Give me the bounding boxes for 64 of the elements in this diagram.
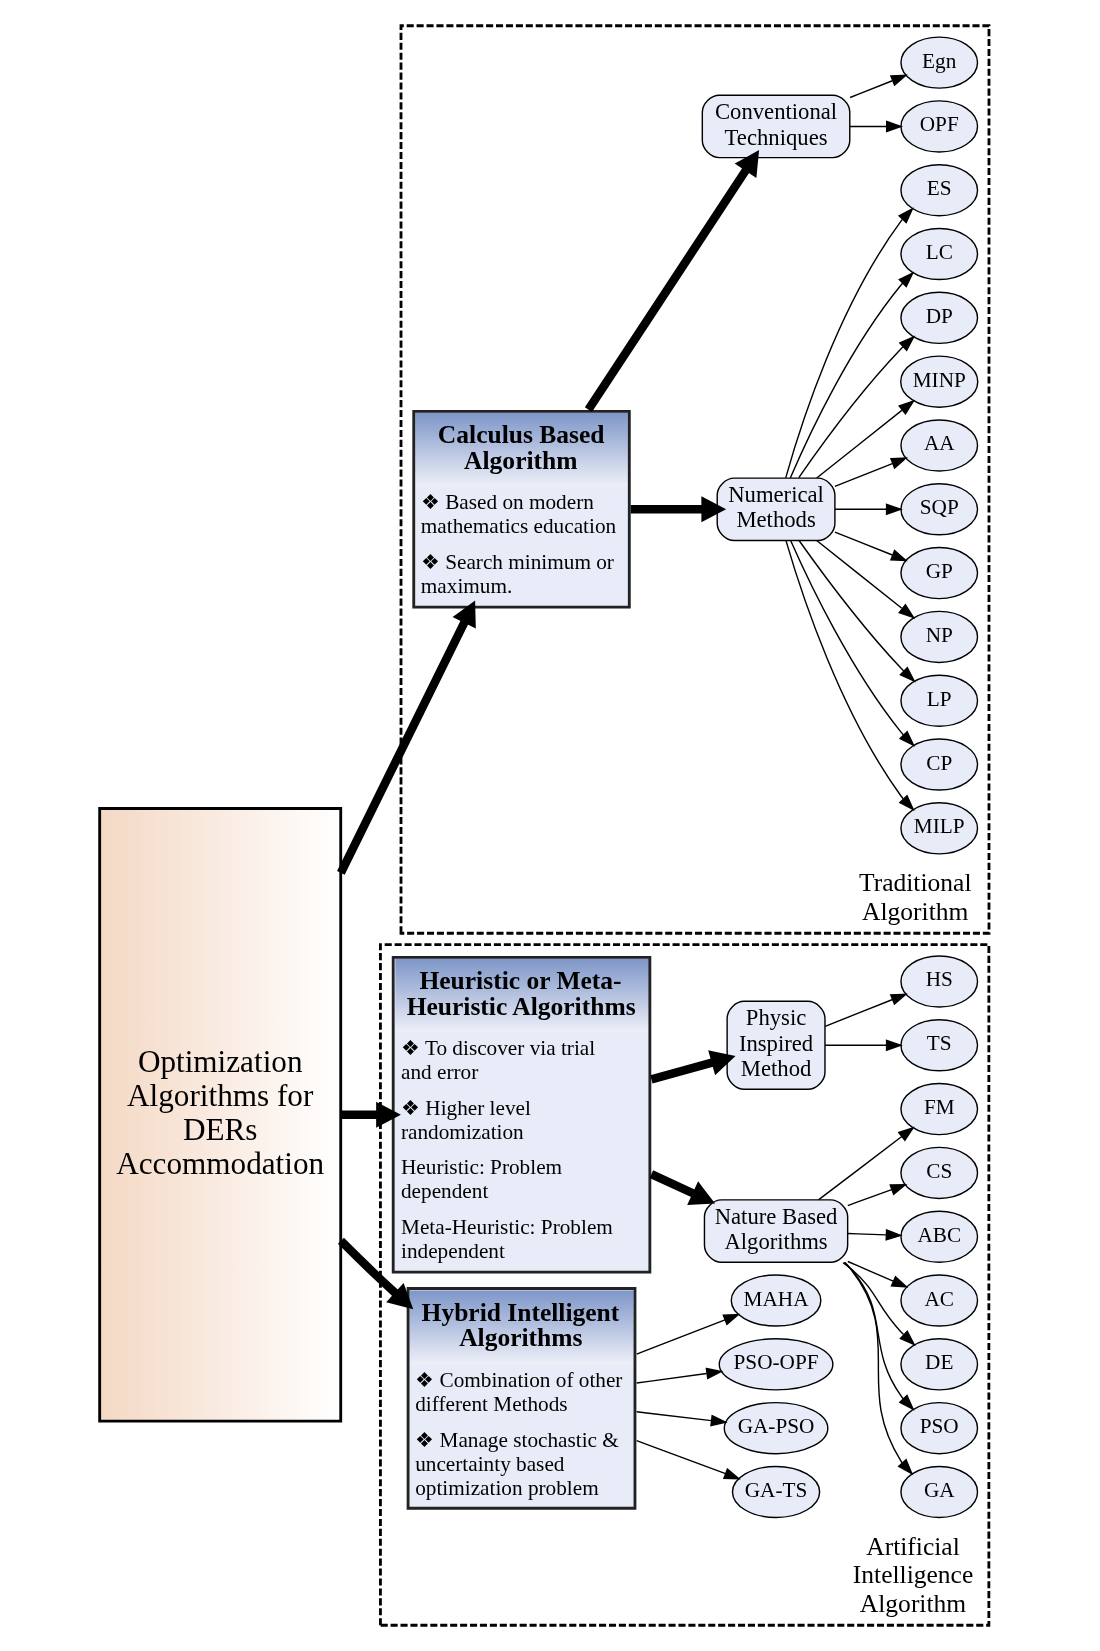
node-ellipse: AA: [900, 419, 979, 472]
node-ellipse: FM: [900, 1082, 979, 1136]
arrow: [340, 1101, 401, 1128]
node-ellipse: LC: [900, 227, 979, 281]
node-box: Conventional Techniques: [701, 94, 851, 159]
arrow: [824, 1039, 903, 1052]
node-ellipse: MAHA: [730, 1274, 822, 1327]
arrow: [635, 1313, 741, 1355]
arrow: [843, 1261, 914, 1476]
arrow: [785, 207, 914, 479]
node-ellipse: LP: [900, 674, 979, 727]
arrow: [834, 503, 903, 516]
arrow: [649, 1170, 716, 1205]
arrow: [842, 1262, 916, 1347]
arrow: [834, 531, 908, 562]
arrow: [584, 150, 760, 413]
arrow: [789, 271, 915, 479]
arrow: [843, 1261, 915, 1411]
arrow: [816, 539, 916, 619]
node-ellipse: PSO: [900, 1401, 979, 1455]
arrow: [798, 539, 916, 683]
arrow: [789, 539, 916, 747]
node-ellipse: Egn: [900, 36, 979, 89]
node-ellipse: ABC: [900, 1210, 979, 1263]
node-ellipse: GP: [900, 546, 979, 600]
arrow: [650, 1050, 736, 1084]
node-ellipse: GA-TS: [731, 1465, 821, 1519]
arrow: [824, 993, 908, 1028]
node-ellipse: ES: [900, 164, 979, 217]
node-ellipse: NP: [900, 610, 979, 664]
node-ellipse: DE: [900, 1338, 979, 1391]
arrow: [635, 1439, 741, 1480]
node-box: Optimization Algorithms for DERs Accommodation: [98, 807, 343, 1423]
node-ellipse: SQP: [900, 483, 979, 536]
node-ellipse: OPF: [900, 100, 979, 153]
arrow: [816, 399, 916, 479]
arrow: [337, 600, 476, 875]
arrow: [635, 1411, 728, 1427]
node-ellipse: MINP: [900, 355, 979, 408]
arrow: [337, 1237, 414, 1310]
arrow: [818, 1126, 915, 1201]
node-ellipse: PSO-OPF: [718, 1338, 834, 1391]
arrow: [849, 74, 908, 99]
arrow: [785, 540, 915, 811]
node-ellipse: HS: [900, 955, 979, 1008]
node-ellipse: MILP: [900, 802, 979, 855]
node-ellipse: TS: [900, 1019, 979, 1072]
arrow: [847, 1260, 909, 1288]
node-ellipse: GA-PSO: [723, 1401, 829, 1455]
arrow: [849, 120, 904, 133]
arrow: [635, 1367, 724, 1384]
node-ellipse: DP: [900, 291, 979, 345]
node-box: Numerical Methods: [716, 477, 836, 542]
node-box: Physic Inspired Method: [726, 1000, 826, 1090]
arrow: [630, 496, 727, 523]
arrow: [798, 335, 916, 479]
node-ellipse: CS: [900, 1146, 979, 1200]
arrow: [834, 457, 908, 488]
arrow: [847, 1183, 908, 1207]
node-ellipse: GA: [900, 1465, 979, 1519]
node-box: Nature Based Algorithms: [703, 1199, 849, 1263]
arrow: [847, 1228, 903, 1241]
node-ellipse: AC: [900, 1274, 979, 1327]
node-ellipse: CP: [900, 738, 979, 791]
